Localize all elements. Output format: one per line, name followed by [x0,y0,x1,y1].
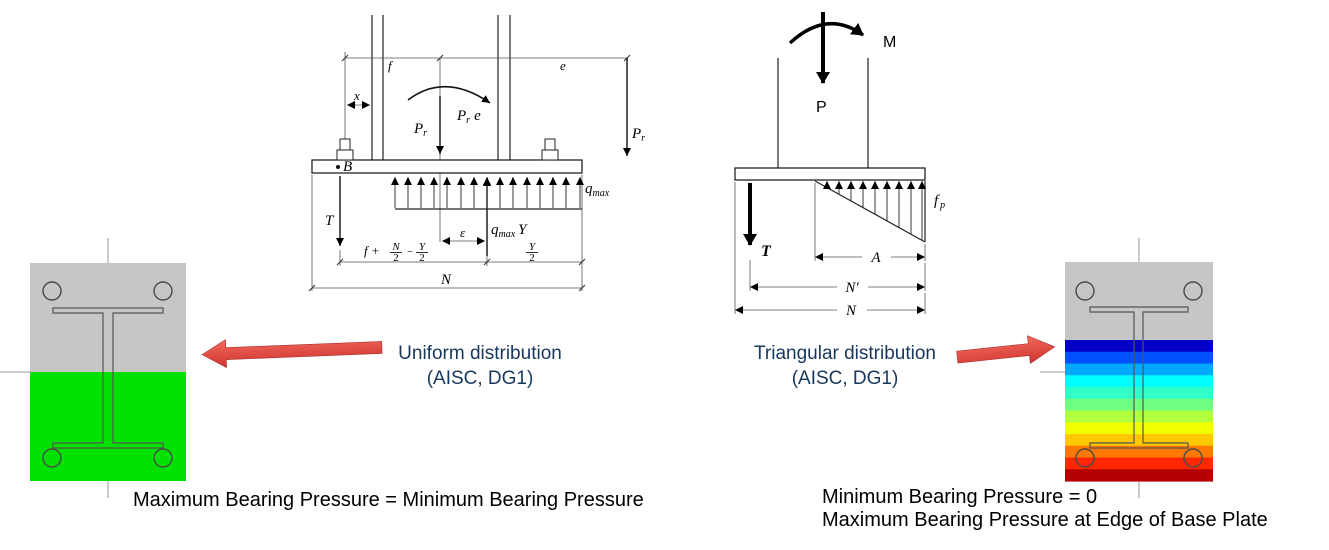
svg-text:Y: Y [419,241,427,253]
triangular-distribution-label: Triangular distribution (AISC, DG1) [725,341,965,391]
column-outline [777,58,869,168]
ibeam-outline [1089,306,1189,449]
pressure-band [1065,351,1213,365]
column-outline [371,15,511,160]
plate-pressure-region [30,372,186,481]
svg-text:2: 2 [393,252,399,264]
triangular-distribution-subtitle: (AISC, DG1) [791,368,899,389]
anchor-bolt-right [541,138,559,161]
plate-upper-region [30,263,186,372]
anchor-holes [42,281,173,468]
pressure-band [1065,375,1213,388]
point-b-marker [336,165,340,169]
pressure-band [1065,434,1213,447]
base-plate [311,159,583,174]
plate-upper-region [1065,262,1213,340]
pressure-band [1065,340,1213,353]
construction-lines [311,52,627,291]
svg-text:f +: f + [364,243,380,258]
uniform-distribution-title: Uniform distribution [398,343,562,364]
left-pointer-arrow [201,339,383,369]
right-plate-caption-line2: Maximum Bearing Pressure at Edge of Base… [822,509,1268,531]
point-b-label: B [343,159,352,175]
dim-e-label: e [560,58,566,73]
axial-force-label: P [816,99,827,116]
pressure-band [1065,457,1213,470]
pressure-band [1065,469,1213,482]
svg-text:2: 2 [419,252,425,264]
svg-text:N: N [391,241,400,253]
dim-x-label: x [353,88,360,103]
dim-left-expression: f + N 2 − Y 2 [364,241,428,264]
uniform-distribution-label: Uniform distribution (AISC, DG1) [360,341,600,391]
axial-force-label: Pr [413,121,427,139]
svg-text:Y: Y [529,241,537,253]
anchor-bolt-left [336,138,354,161]
dim-n-label: N [845,303,857,319]
dim-n-label: N [440,272,452,288]
moment-label: M [883,34,896,51]
moment-arrow [407,85,491,104]
right-pointer-arrow [956,335,1056,365]
pressure-gradient-bands [1065,340,1213,482]
right-plate-caption-line1: Minimum Bearing Pressure = 0 [822,486,1098,508]
dim-n-prime-label: N′ [844,280,859,296]
pressure-band [1065,387,1213,400]
tension-label: T [325,213,335,229]
pressure-band [1065,422,1213,435]
dim-right-expression: Y 2 [526,241,538,264]
construction-lines [734,182,926,314]
right-base-plate-plan [1040,238,1213,498]
qmax-label: qmax [585,181,610,199]
epsilon-label: ε [460,225,466,240]
pressure-band [1065,445,1213,459]
right-plate-caption: Minimum Bearing Pressure = 0 Maximum Bea… [822,486,1268,532]
uniform-distribution-subtitle: (AISC, DG1) [426,368,534,389]
svg-text:−: − [407,246,413,258]
ibeam-outline [52,307,164,449]
pressure-band [1065,398,1213,412]
triangular-pressure-block [814,180,926,243]
pressure-band [1065,410,1213,423]
uniform-pressure-arrows [391,177,584,210]
dim-f-label: f [388,58,394,73]
pressure-band [1065,363,1213,376]
dim-a-label: A [870,250,881,266]
base-plate [734,167,926,181]
left-plate-caption: Maximum Bearing Pressure = Minimum Beari… [133,489,644,511]
tension-label: T [761,243,772,260]
svg-text:2: 2 [529,252,535,264]
eccentric-force-label: Pr [631,126,645,144]
anchor-holes [1075,281,1203,468]
left-base-plate-plan [0,238,186,498]
triangular-distribution-title: Triangular distribution [754,343,936,364]
moment-arrow [788,22,865,45]
